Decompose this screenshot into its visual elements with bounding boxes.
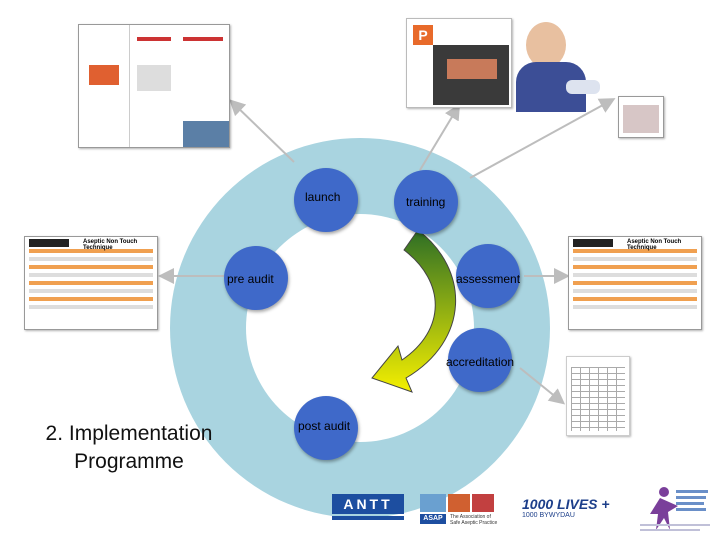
- figure-icon: [640, 487, 710, 531]
- title-line-2: Programme: [74, 450, 184, 473]
- arrow-accreditation-to-right: [519, 367, 566, 405]
- antt-logo: ANTT: [332, 494, 404, 522]
- gloves-card-thumbnail: [618, 96, 664, 138]
- label-training: training: [406, 195, 446, 209]
- launch-poster-thumbnail: [78, 24, 230, 148]
- arrow-training-to-top: [419, 103, 461, 171]
- label-accreditation: accreditation: [446, 355, 515, 369]
- node-post-audit[interactable]: [294, 396, 358, 460]
- accreditation-table-thumbnail: [566, 356, 630, 436]
- node-training[interactable]: [394, 170, 458, 234]
- label-assessment: assessment: [456, 272, 521, 286]
- title-line-1: 2. Implementation: [45, 422, 213, 445]
- 1000-lives-logo: 1000 LIVES + 1000 BYWYDAU: [522, 496, 610, 519]
- arrow-launch-to-top-left: [229, 99, 295, 163]
- node-pre-audit[interactable]: [224, 246, 288, 310]
- node-launch[interactable]: [294, 168, 358, 232]
- slide-title: 2. Implementation Programme: [30, 420, 228, 476]
- asap-logo: ASAP The Association of Safe Aseptic Pra…: [420, 494, 510, 534]
- pre-audit-form-thumbnail: Aseptic Non Touch Technique: [24, 236, 158, 330]
- label-pre-audit: pre audit: [227, 272, 274, 286]
- arrow-training-to-gloves: [469, 98, 616, 179]
- node-assessment[interactable]: [456, 244, 520, 308]
- label-post-audit: post audit: [298, 419, 351, 433]
- assessment-form-thumbnail: Aseptic Non Touch Technique: [568, 236, 702, 330]
- label-launch: launch: [305, 190, 341, 204]
- nurse-photo: [500, 22, 600, 112]
- nhs-wales-logo: [640, 484, 710, 534]
- powerpoint-icon: P: [413, 25, 433, 45]
- cycle-arrow: [371, 229, 457, 393]
- node-accreditation[interactable]: [448, 328, 512, 392]
- training-slides-thumbnail: P: [406, 18, 512, 108]
